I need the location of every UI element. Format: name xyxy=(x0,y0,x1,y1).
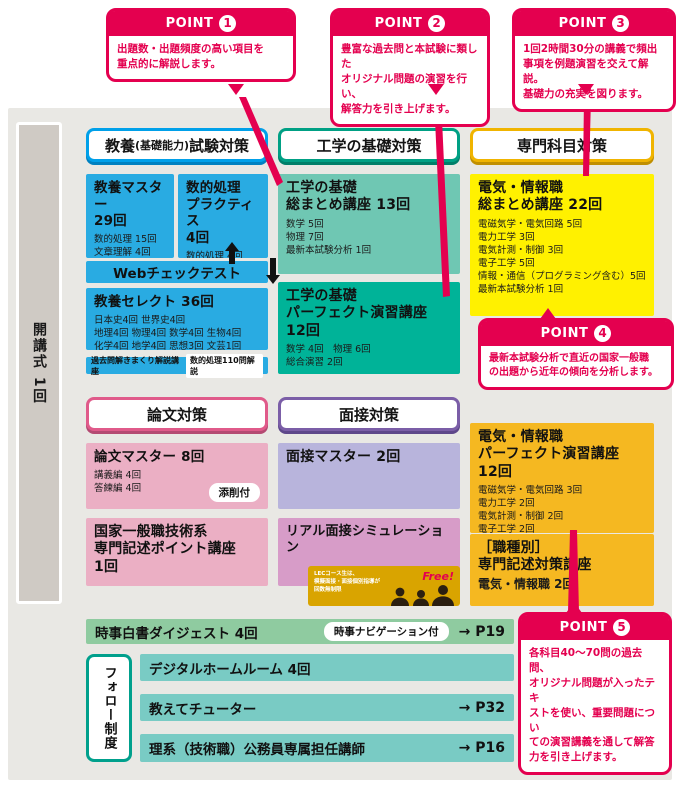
point-text: 豊富な過去問と本試験に類した オリジナル問題の演習を行い、 解答力を引き上げます… xyxy=(341,43,478,115)
point-header: POINT 1 xyxy=(109,11,293,36)
card-title: 教養セレクト 36回 xyxy=(94,294,214,310)
point-label: POINT xyxy=(558,16,607,31)
point-number: 4 xyxy=(594,325,612,342)
bar-label: 過去問解きまくり解説講座 xyxy=(91,355,179,376)
point-tail-3 xyxy=(578,84,594,95)
point-number: 1 xyxy=(219,15,237,32)
card-kyoyo-select: 教養セレクト 36回 日本史4回 世界史4回 地理4回 物理4回 数学4回 生物… xyxy=(86,288,268,350)
card-title: 電気・情報職 総まとめ講座 22回 xyxy=(478,180,603,214)
bar-label: デジタルホームルーム 4回 xyxy=(149,661,311,678)
card-detail: 講義編 4回 答練編 4回 xyxy=(94,469,142,494)
point-callout-3: POINT 3 1回2時間30分の講義で頻出 事項を例題演習を交えて解説。 基礎… xyxy=(512,8,676,112)
card-title: 数的処理 プラクティス 4回 xyxy=(186,180,254,247)
card-kokka-senmon: 国家一般職技術系 専門記述ポイント講座 1回 xyxy=(86,518,268,586)
bar-oshiete-tutor: 教えてチューター → P32 xyxy=(140,694,514,721)
ronbun-badge: 添削付 xyxy=(208,483,260,502)
bar-jiji-digest: 時事白書ダイジェスト 4回 時事ナビゲーション付 → P19 xyxy=(86,619,514,644)
card-mensetsu-master: 面接マスター 2回 xyxy=(278,443,460,509)
bar-kakomon: 過去問解きまくり解説講座 数的処理110問解説 xyxy=(86,353,268,378)
point-tail-4 xyxy=(540,308,556,319)
card-denki-perfect: 電気・情報職 パーフェクト演習講座 12回 電磁気学・電気回路 3回 電力工学 … xyxy=(470,423,654,533)
bar-label: 理系（技術職）公務員専属担任講師 xyxy=(149,742,365,758)
bar-label: Webチェックテスト xyxy=(113,266,241,282)
card-title: ［職種別］ 専門記述対策講座 xyxy=(478,540,592,574)
point-tail-5 xyxy=(566,602,582,613)
point-header: POINT 3 xyxy=(515,11,673,36)
card-kogaku-soumatome: 工学の基礎 総まとめ講座 13回 数学 5回 物理 7回 最新本試験分析 1回 xyxy=(278,174,460,274)
point-number: 3 xyxy=(612,15,630,32)
card-detail: 数的処理 15回 文章理解 4回 社会科学 10回 xyxy=(94,234,157,258)
card-title: 論文マスター 8回 xyxy=(94,449,205,465)
arrow-up-icon xyxy=(225,242,239,264)
card-detail: 電磁気学・電気回路 5回 電力工学 3回 電気計測・制御 3回 電子工学 5回 … xyxy=(478,218,646,296)
bar-label: 教えてチューター xyxy=(149,701,257,718)
card-title: 電気・情報職 パーフェクト演習講座 12回 xyxy=(478,429,620,480)
card-denki-soumatome: 電気・情報職 総まとめ講座 22回 電磁気学・電気回路 5回 電力工学 3回 電… xyxy=(470,174,654,316)
bar-web-check-test: Webチェックテスト xyxy=(86,261,268,283)
card-detail: 日本史4回 世界史4回 地理4回 物理4回 数学4回 生物4回 化学4回 地学4… xyxy=(94,314,242,350)
point-label: POINT xyxy=(540,326,589,341)
card-title: 国家一般職技術系 専門記述ポイント講座 1回 xyxy=(94,524,236,575)
bar-label: 時事白書ダイジェスト 4回 xyxy=(95,625,258,642)
card-title: リアル面接シミュレーション xyxy=(286,524,444,556)
page-link[interactable]: → P16 xyxy=(458,740,505,756)
card-ronbun-master: 論文マスター 8回 講義編 4回 答練編 4回 添削付 xyxy=(86,443,268,509)
free-label: Free! xyxy=(422,570,454,583)
point-callout-2: POINT 2 豊富な過去問と本試験に類した オリジナル問題の演習を行い、 解答… xyxy=(330,8,490,127)
point-text: 各科目40〜70問の過去問、 オリジナル問題が入ったテキ ストを使い、重要問題に… xyxy=(529,647,655,764)
header-kyoyo-sub: (基礎能力) xyxy=(134,139,190,152)
point-label: POINT xyxy=(374,16,423,31)
banner-notch-icon xyxy=(356,566,366,567)
card-title: 工学の基礎 パーフェクト演習講座 12回 xyxy=(286,288,428,339)
point-header: POINT 4 xyxy=(481,321,671,346)
free-banner: LECコース生は、 模擬面接・面接個別指導が 回数無制限 Free! xyxy=(308,566,460,606)
header-ronbun-label: 論文対策 xyxy=(146,405,207,424)
point-number: 2 xyxy=(428,15,446,32)
card-detail: 数学 4回 物理 6回 総合演習 2回 xyxy=(286,344,371,369)
point-label: POINT xyxy=(559,620,608,635)
page-link[interactable]: → P32 xyxy=(458,699,505,716)
card-suteki-practice: 数的処理 プラクティス 4回 数的処理 4回 xyxy=(178,174,268,258)
header-kogaku-label: 工学の基礎対策 xyxy=(316,136,422,155)
point-text: 最新本試験分析で直近の国家一般職 の出題から近年の傾向を分析します。 xyxy=(489,353,658,379)
card-kogaku-perfect: 工学の基礎 パーフェクト演習講座 12回 数学 4回 物理 6回 総合演習 2回 xyxy=(278,282,460,374)
opening-ceremony-text: 開講式 1回 xyxy=(31,321,47,405)
point-label: POINT xyxy=(165,16,214,31)
point-text: 出題数・出題頻度の高い項目を 重点的に解説します。 xyxy=(117,43,264,70)
jiji-page-link[interactable]: → P19 xyxy=(458,623,505,640)
header-mensetsu: 面接対策 xyxy=(278,397,460,431)
point-header: POINT 5 xyxy=(521,615,669,640)
header-kyoyo-main: 教養 xyxy=(104,136,135,155)
card-title: 教養マスター 29回 xyxy=(94,180,163,230)
header-kyoyo-tail: 試験対策 xyxy=(189,136,250,155)
card-detail: 電磁気学・電気回路 3回 電力工学 2回 電気計測・制御 2回 電子工学 2回 … xyxy=(478,485,583,533)
header-mensetsu-label: 面接対策 xyxy=(338,405,399,424)
people-silhouette-icon xyxy=(391,585,454,606)
card-shokushubetsu: ［職種別］ 専門記述対策講座 電気・情報職 2回 xyxy=(470,534,654,606)
card-kyoyo-master: 教養マスター 29回 数的処理 15回 文章理解 4回 社会科学 10回 xyxy=(86,174,174,258)
arrow-down-icon xyxy=(266,258,280,284)
point-callout-1: POINT 1 出題数・出題頻度の高い項目を 重点的に解説します。 xyxy=(106,8,296,82)
point-callout-4: POINT 4 最新本試験分析で直近の国家一般職 の出題から近年の傾向を分析しま… xyxy=(478,318,674,391)
bar-rikei-tannin: 理系（技術職）公務員専属担任講師 → P16 xyxy=(140,734,514,762)
free-banner-text: LECコース生は、 模擬面接・面接個別指導が 回数無制限 xyxy=(314,571,381,593)
point-text: 1回2時間30分の講義で頻出 事項を例題演習を交えて解説。 基礎力の充実を図りま… xyxy=(523,43,658,100)
kakomon-chip: 数的処理110問解説 xyxy=(186,353,263,378)
point-number: 5 xyxy=(613,619,631,636)
card-title: 工学の基礎 総まとめ講座 13回 xyxy=(286,180,411,214)
header-ronbun: 論文対策 xyxy=(86,397,268,431)
point-callout-5: POINT 5 各科目40〜70問の過去問、 オリジナル問題が入ったテキ ストを… xyxy=(518,612,672,776)
jiji-badge: 時事ナビゲーション付 xyxy=(323,622,449,641)
follow-system-text: フォロー制度 xyxy=(101,666,117,750)
bar-digital-homeroom: デジタルホームルーム 4回 xyxy=(140,654,514,681)
header-kogaku: 工学の基礎対策 xyxy=(278,128,460,162)
point-header: POINT 2 xyxy=(333,11,487,36)
point-tail-1 xyxy=(228,84,244,95)
card-detail: 数学 5回 物理 7回 最新本試験分析 1回 xyxy=(286,218,372,256)
opening-ceremony-label: 開講式 1回 xyxy=(16,122,62,604)
follow-system-label: フォロー制度 xyxy=(86,654,132,762)
point-tail-2 xyxy=(428,84,444,95)
card-title: 面接マスター 2回 xyxy=(286,449,401,465)
